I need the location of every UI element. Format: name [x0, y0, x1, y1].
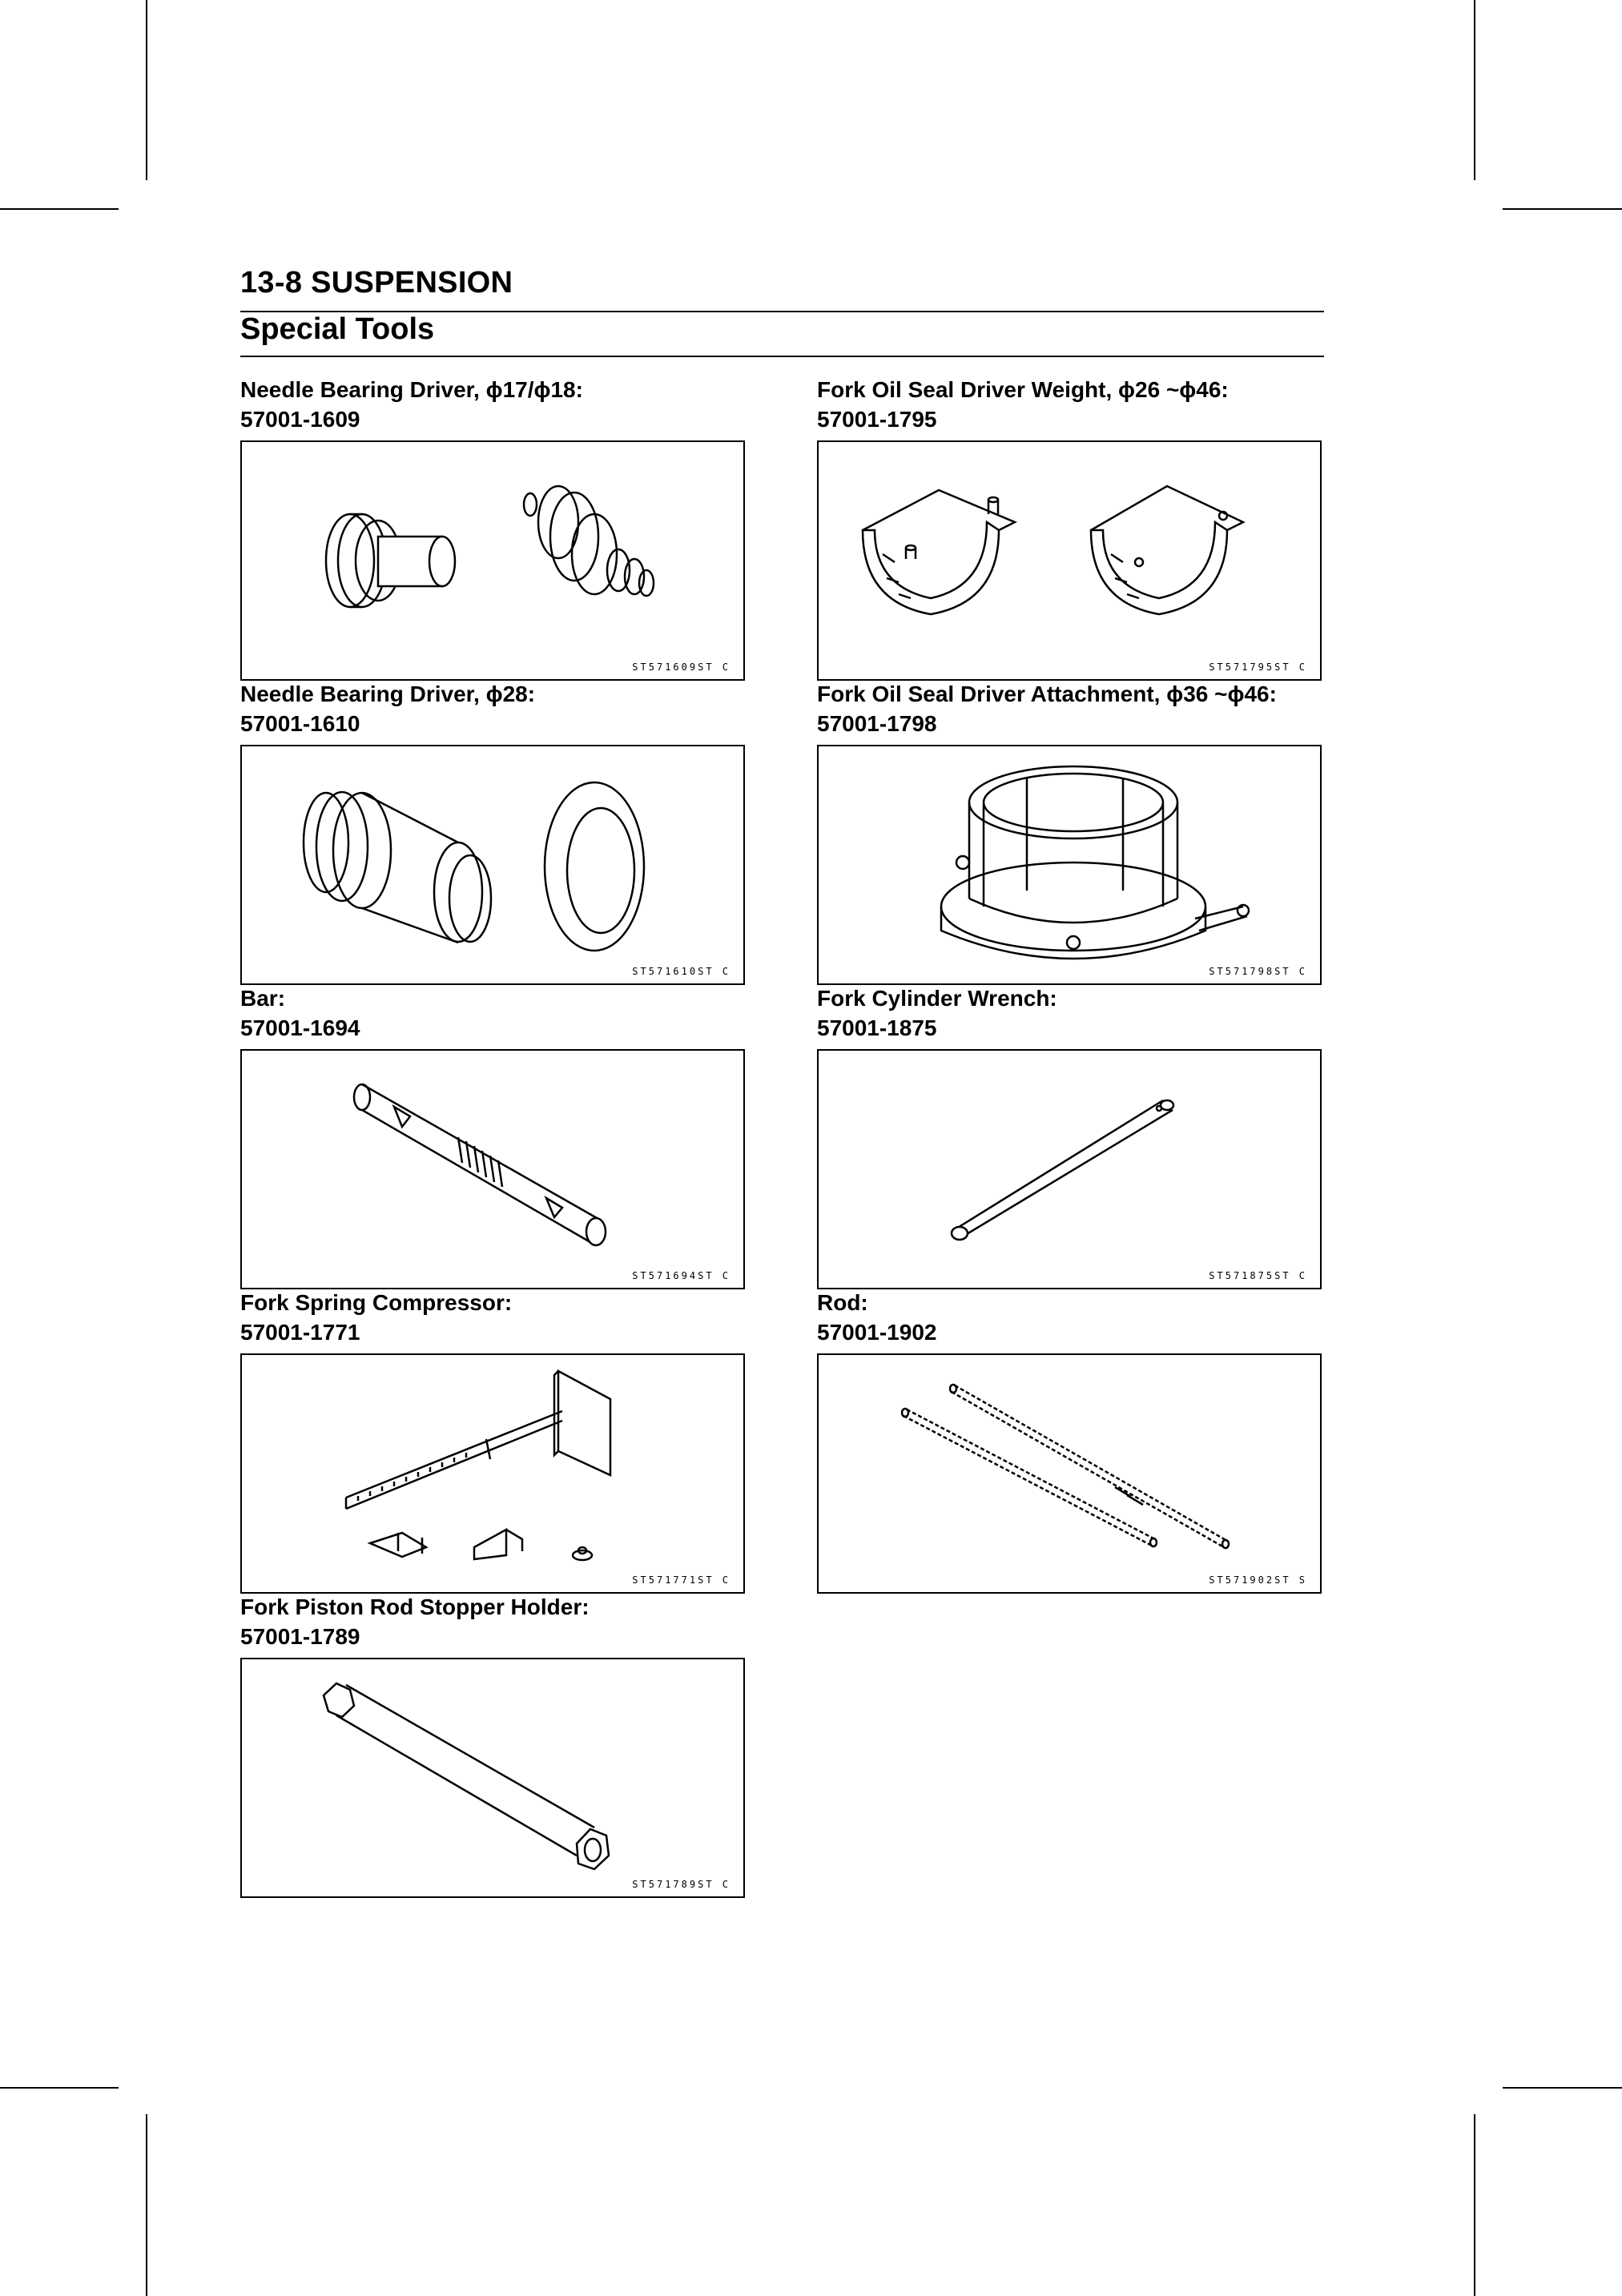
tool-name: Bar: — [240, 986, 286, 1011]
oil-seal-driver-weight-drawing — [861, 485, 1246, 616]
tool-part-number: 57001-1875 — [817, 1015, 937, 1040]
tool-entry: Fork Piston Rod Stopper Holder: 57001-17… — [240, 1592, 745, 1898]
tool-name: Rod: — [817, 1290, 868, 1315]
crop-mark — [1503, 2087, 1622, 2089]
oil-seal-driver-attachment-drawing — [940, 765, 1250, 960]
tool-illustration: ST571694ST C — [240, 1049, 745, 1289]
tool-entry: Fork Oil Seal Driver Weight, ϕ26 ~ϕ46: 5… — [817, 375, 1322, 681]
crop-mark — [146, 0, 147, 180]
tool-part-number: 57001-1798 — [817, 711, 937, 736]
needle-bearing-driver-28-drawing — [302, 781, 646, 952]
tool-name: Needle Bearing Driver, ϕ17/ϕ18: — [240, 377, 583, 402]
figure-code: ST571798ST C — [1209, 966, 1307, 977]
tool-part-number: 57001-1771 — [240, 1320, 360, 1345]
tool-name: Fork Spring Compressor: — [240, 1290, 513, 1315]
tool-illustration: ST571798ST C — [817, 745, 1322, 985]
rod-drawing — [900, 1383, 1230, 1550]
tool-name: Needle Bearing Driver, ϕ28: — [240, 682, 536, 706]
tool-entry: Rod: 57001-1902 ST571902ST S — [817, 1288, 1322, 1594]
crop-mark — [1474, 0, 1475, 180]
crop-mark — [0, 208, 119, 210]
tool-name: Fork Cylinder Wrench: — [817, 986, 1057, 1011]
needle-bearing-driver-drawing — [324, 485, 655, 609]
tool-name: Fork Oil Seal Driver Weight, ϕ26 ~ϕ46: — [817, 377, 1229, 402]
tool-entry: Fork Cylinder Wrench: 57001-1875 ST57187… — [817, 983, 1322, 1289]
figure-code: ST571902ST S — [1209, 1574, 1307, 1586]
tool-part-number: 57001-1694 — [240, 1015, 360, 1040]
crop-mark — [0, 2087, 119, 2089]
tool-illustration: ST571795ST C — [817, 440, 1322, 681]
tool-illustration: ST571609ST C — [240, 440, 745, 681]
tool-part-number: 57001-1609 — [240, 407, 360, 432]
tool-illustration: ST571789ST C — [240, 1658, 745, 1898]
tool-part-number: 57001-1902 — [817, 1320, 937, 1345]
cylinder-wrench-drawing — [950, 1099, 1175, 1241]
tool-entry: Needle Bearing Driver, ϕ28: 57001-1610 S… — [240, 679, 745, 985]
figure-code: ST571609ST C — [632, 661, 731, 673]
tool-part-number: 57001-1795 — [817, 407, 937, 432]
crop-mark — [146, 2114, 147, 2296]
figure-code: ST571875ST C — [1209, 1270, 1307, 1281]
tool-part-number: 57001-1789 — [240, 1624, 360, 1649]
tool-name: Fork Piston Rod Stopper Holder: — [240, 1594, 590, 1619]
tool-illustration: ST571771ST C — [240, 1353, 745, 1594]
figure-code: ST571795ST C — [1209, 661, 1307, 673]
tool-name: Fork Oil Seal Driver Attachment, ϕ36 ~ϕ4… — [817, 682, 1277, 706]
figure-code: ST571771ST C — [632, 1574, 731, 1586]
figure-code: ST571789ST C — [632, 1879, 731, 1890]
figure-code: ST571694ST C — [632, 1270, 731, 1281]
tool-illustration: ST571875ST C — [817, 1049, 1322, 1289]
tool-illustration: ST571902ST S — [817, 1353, 1322, 1594]
header-rule — [240, 311, 1324, 312]
tool-entry: Fork Oil Seal Driver Attachment, ϕ36 ~ϕ4… — [817, 679, 1322, 985]
tool-illustration: ST571610ST C — [240, 745, 745, 985]
tool-entry: Needle Bearing Driver, ϕ17/ϕ18: 57001-16… — [240, 375, 745, 681]
figure-code: ST571610ST C — [632, 966, 731, 977]
tool-entry: Bar: 57001-1694 ST571694ST C — [240, 983, 745, 1289]
bar-drawing — [352, 1083, 607, 1247]
tool-part-number: 57001-1610 — [240, 711, 360, 736]
spring-compressor-drawing — [344, 1369, 612, 1562]
section-title: Special Tools — [240, 312, 435, 346]
crop-mark — [1474, 2114, 1475, 2296]
tool-entry: Fork Spring Compressor: 57001-1771 ST571… — [240, 1288, 745, 1594]
crop-mark — [1503, 208, 1622, 210]
stopper-holder-drawing — [322, 1682, 610, 1871]
section-rule — [240, 356, 1324, 357]
page-header-title: 13-8 SUSPENSION — [240, 266, 513, 300]
